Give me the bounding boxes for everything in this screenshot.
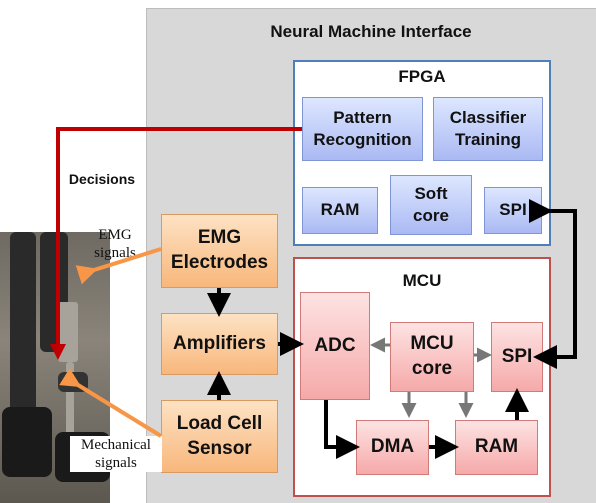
decisions-line: [50, 127, 302, 360]
adc-block: ADC: [300, 292, 370, 400]
emg-signals-label: EMG signals: [94, 227, 136, 261]
panel-title: Neural Machine Interface: [270, 22, 472, 41]
mechanical-signals-label: Mechanical signals: [70, 436, 162, 472]
fpga-title: FPGA: [398, 67, 446, 86]
load-cell-sensor-block: Load Cell Sensor: [161, 400, 278, 473]
classifier-training-block: Classifier Training: [433, 97, 543, 161]
fpga-ram-block: RAM: [302, 187, 378, 234]
adc-to-dma-arrow: [324, 400, 360, 459]
decisions-label: Decisions: [68, 171, 136, 187]
mcu-ram-block: RAM: [455, 420, 538, 475]
pattern-recognition-block: Pattern Recognition: [302, 97, 423, 161]
emg-electrodes-block: EMG Electrodes: [161, 214, 278, 288]
mcu-core-block: MCU core: [390, 322, 474, 392]
mechanical-signal-line: [59, 368, 163, 438]
spi-link-arrow: [529, 199, 577, 369]
emg-signal-line: [75, 247, 162, 285]
soft-core-block: Soft core: [390, 175, 472, 235]
mcu-title: MCU: [402, 271, 442, 290]
amplifiers-block: Amplifiers: [161, 313, 278, 375]
